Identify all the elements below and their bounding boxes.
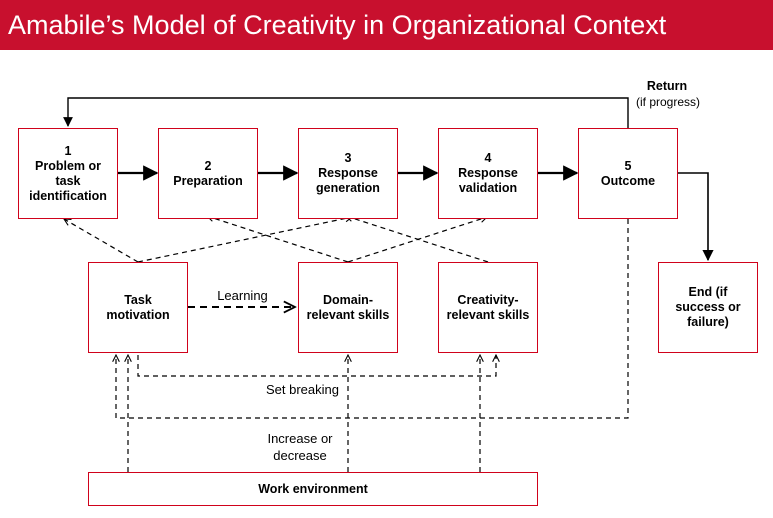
return-sub-label: (if progress): [635, 95, 700, 109]
end-box-label: End (if success or failure): [675, 285, 741, 329]
stage-3-number: 3: [344, 151, 352, 165]
increase-decrease-label: Increase or decrease: [267, 431, 333, 463]
stage-1-number: 1: [64, 143, 72, 158]
domain-skills-label: Domain- relevant skills: [306, 292, 390, 322]
set-breaking-label: Set breaking: [266, 382, 339, 397]
stage-2-number: 2: [204, 158, 212, 173]
learning-label: Learning: [217, 288, 268, 303]
stage-2-box: 2 Preparation: [158, 128, 258, 219]
end-box: End (if success or failure): [658, 262, 758, 353]
stage-4-box: 4 Response validation: [438, 128, 538, 219]
stage-4-label: Response validation: [458, 166, 518, 195]
stage-1-label: Problem or task identification: [29, 158, 107, 203]
work-environment-label: Work environment: [258, 481, 368, 496]
dash-set-breaking: [137, 355, 496, 377]
stage-5-number: 5: [624, 158, 632, 173]
task-motivation-box: Task motivation: [88, 262, 188, 353]
dash-domain-to-stage2: [207, 216, 349, 263]
stage-5-box: 5 Outcome: [578, 128, 678, 219]
dash-motivation-to-stage1: [64, 219, 139, 263]
stage-3-label: Response generation: [316, 166, 380, 195]
stage-4-number: 4: [484, 151, 492, 165]
dash-outcome-feedback: [116, 219, 629, 419]
return-label: Return: [646, 79, 688, 93]
stage-3-box: 3 Response generation: [298, 128, 398, 219]
dash-creativity-to-stage3: [346, 216, 489, 263]
page-title: Amabile’s Model of Creativity in Organiz…: [0, 0, 773, 50]
dash-motivation-to-stage3: [137, 217, 352, 263]
domain-skills-box: Domain- relevant skills: [298, 262, 398, 353]
arrow-outcome-to-end: [678, 172, 714, 262]
task-motivation-label: Task motivation: [106, 292, 170, 322]
creativity-skills-label: Creativity- relevant skills: [446, 292, 530, 322]
creativity-skills-box: Creativity- relevant skills: [438, 262, 538, 353]
return-loop-line: [63, 97, 629, 128]
stage-2-label: Preparation: [173, 173, 243, 188]
stage-1-box: 1 Problem or task identification: [18, 128, 118, 219]
stage-5-label: Outcome: [600, 173, 656, 188]
work-environment-box: Work environment: [88, 472, 538, 506]
